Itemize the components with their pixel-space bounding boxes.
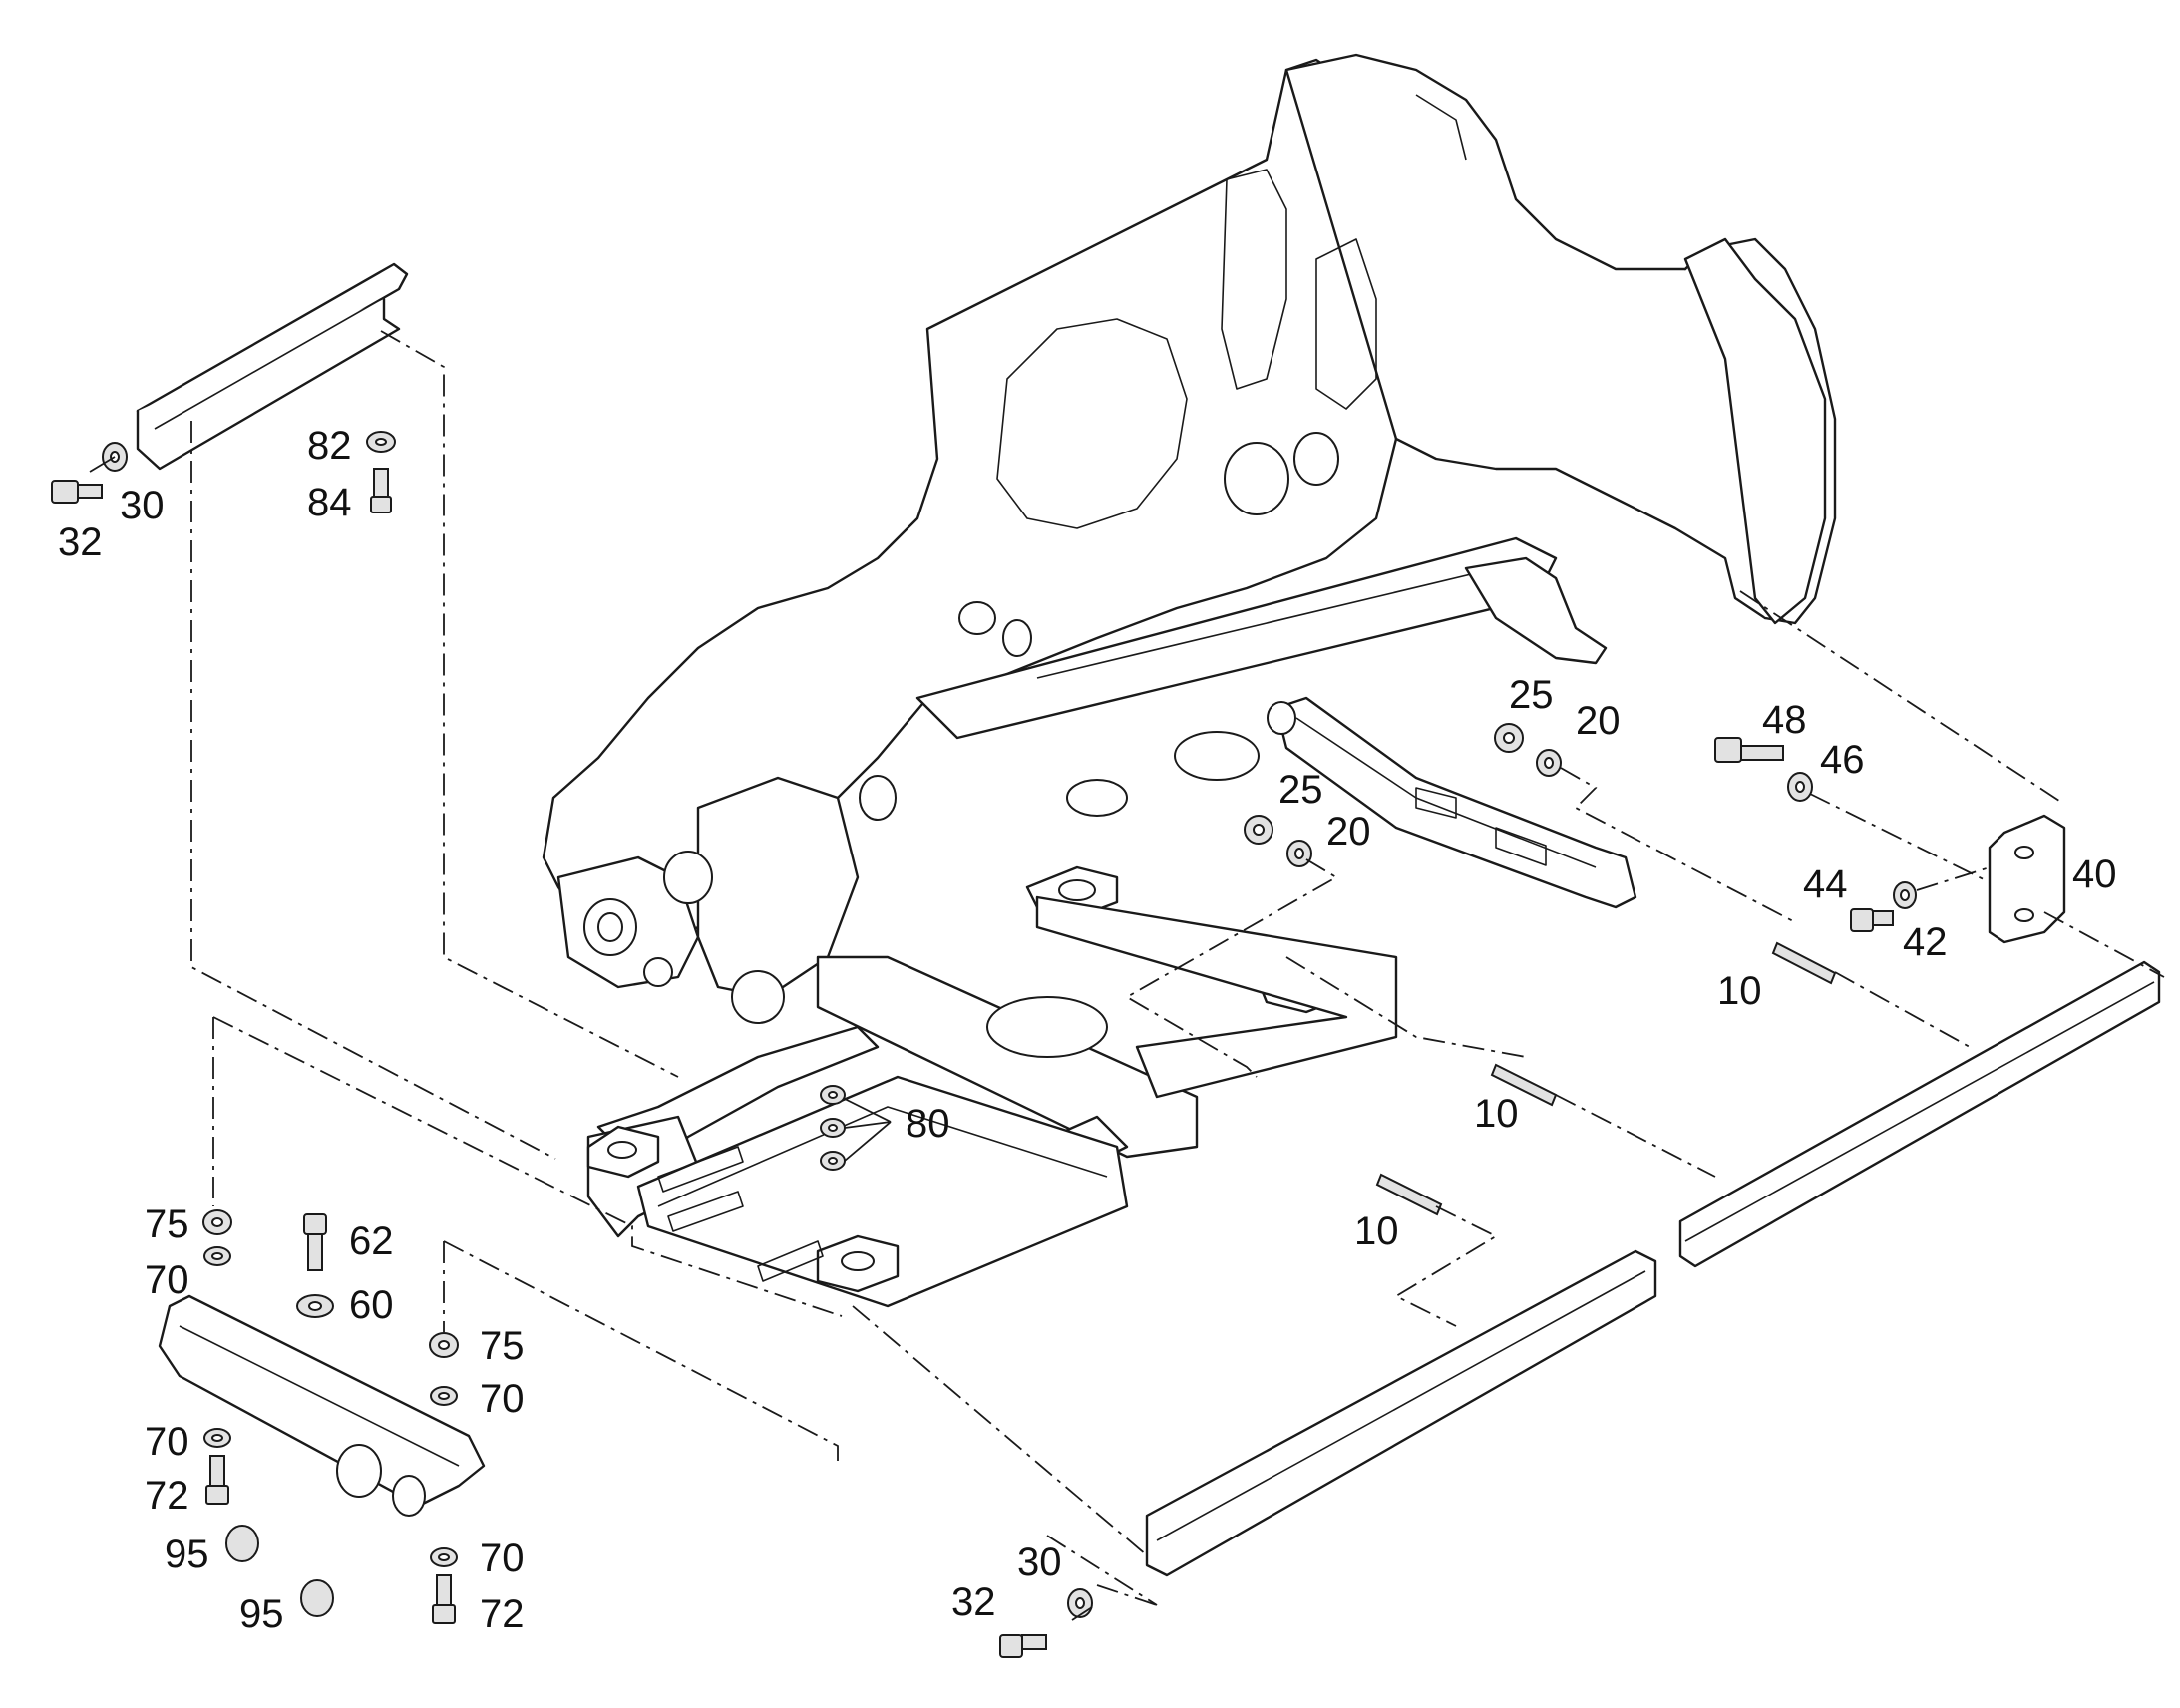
bolt-72-a xyxy=(205,1455,229,1505)
callout-25-b: 25 xyxy=(1278,768,1323,812)
bolt-44 xyxy=(1850,908,1894,932)
callout-62: 62 xyxy=(349,1219,394,1263)
callout-10-c: 10 xyxy=(1354,1209,1399,1253)
plug-95-b xyxy=(300,1579,334,1617)
nut-80-a xyxy=(820,1085,846,1105)
washer-82 xyxy=(366,431,396,453)
washer-70-d xyxy=(430,1547,458,1567)
nut-25-a xyxy=(1494,723,1524,753)
top-left-cover-rail xyxy=(136,262,409,471)
leader-lines xyxy=(89,330,2165,1621)
lower-carrier-frame xyxy=(586,865,1398,1308)
callout-70-c: 70 xyxy=(145,1420,189,1464)
rear-axle-beam xyxy=(1267,696,1637,909)
washer-42 xyxy=(1893,881,1917,909)
callout-82: 82 xyxy=(307,424,352,468)
callout-48: 48 xyxy=(1762,698,1807,742)
callout-40: 40 xyxy=(2072,853,2117,896)
bolt-72-b xyxy=(432,1574,456,1624)
washer-60 xyxy=(296,1294,334,1318)
washer-70-a xyxy=(203,1246,231,1266)
callout-95-b: 95 xyxy=(239,1592,284,1636)
callout-25-a: 25 xyxy=(1509,673,1554,717)
callout-72-b: 72 xyxy=(480,1592,525,1636)
stud-10-a xyxy=(1771,941,1837,985)
callout-95-a: 95 xyxy=(165,1533,209,1576)
plug-95-a xyxy=(225,1525,259,1562)
bottom-side-rail-right xyxy=(1678,960,2161,1268)
callout-10-b: 10 xyxy=(1474,1092,1519,1136)
bolt-32-bm xyxy=(999,1634,1047,1658)
callout-32-bm: 32 xyxy=(951,1580,996,1624)
callout-44: 44 xyxy=(1803,862,1848,906)
callout-75-a: 75 xyxy=(145,1202,189,1246)
callout-72-a: 72 xyxy=(145,1474,189,1518)
callout-20-b: 20 xyxy=(1326,810,1371,854)
washer-70-c xyxy=(203,1428,231,1448)
callout-70-d: 70 xyxy=(480,1537,525,1580)
bolt-84 xyxy=(370,468,392,513)
bracket-40 xyxy=(1988,814,2066,944)
nut-80-c xyxy=(820,1151,846,1171)
washer-20-a xyxy=(1536,749,1562,777)
bolt-48 xyxy=(1714,737,1784,763)
bottom-side-rail-left xyxy=(1145,1249,1657,1577)
callout-labels: 32 30 82 84 25 20 48 46 25 20 44 40 42 1… xyxy=(58,424,2117,1636)
callout-60: 60 xyxy=(349,1283,394,1327)
nut-80-b xyxy=(820,1118,846,1138)
washer-70-b xyxy=(430,1386,458,1406)
callout-20-a: 20 xyxy=(1576,699,1621,743)
nut-75-a xyxy=(202,1209,232,1235)
callout-70-b: 70 xyxy=(480,1377,525,1421)
callout-80: 80 xyxy=(906,1102,950,1146)
front-bumper xyxy=(158,1294,486,1517)
callout-42: 42 xyxy=(1903,920,1948,964)
hardware xyxy=(51,431,1917,1658)
washer-20-b xyxy=(1286,840,1312,867)
stud-10-c xyxy=(1375,1173,1443,1216)
callout-30-tl: 30 xyxy=(120,484,165,527)
callout-46: 46 xyxy=(1820,738,1865,782)
main-frame xyxy=(542,53,1837,1024)
stud-10-b xyxy=(1490,1063,1558,1107)
callout-30-bm: 30 xyxy=(1017,1540,1062,1584)
nut-75-b xyxy=(429,1332,459,1358)
callout-10-a: 10 xyxy=(1717,969,1762,1013)
callout-75-b: 75 xyxy=(480,1324,525,1368)
bolt-62 xyxy=(303,1213,327,1271)
callout-32-tl: 32 xyxy=(58,520,103,564)
washer-30-bm xyxy=(1067,1588,1093,1618)
washer-46 xyxy=(1787,772,1813,802)
bolt-32-tl xyxy=(51,480,103,504)
nut-25-b xyxy=(1244,815,1273,845)
callout-84: 84 xyxy=(307,481,352,524)
callout-70-a: 70 xyxy=(145,1258,189,1302)
